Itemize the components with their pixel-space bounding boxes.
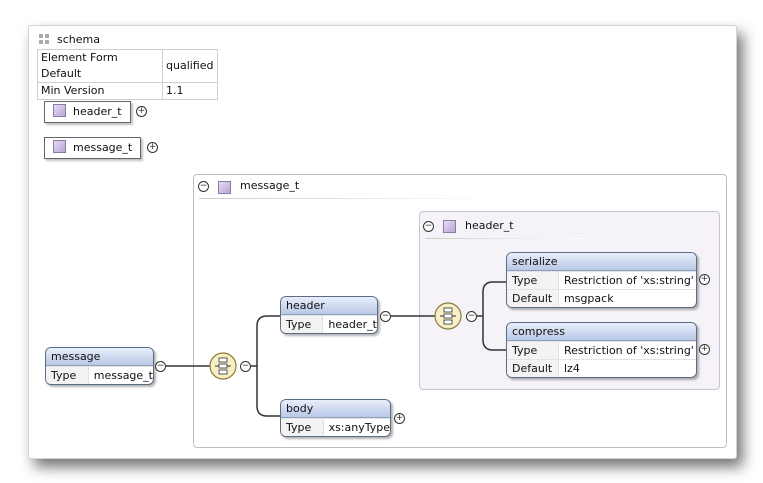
element-name: body [281, 400, 390, 418]
type-value: xs:anyType [328, 421, 390, 434]
schema-header: schema [39, 32, 100, 48]
expand-icon[interactable]: + [699, 274, 710, 285]
element-body[interactable]: body Type xs:anyType [280, 399, 391, 437]
default-label: Default [507, 360, 559, 377]
property-value: 1.1 [162, 82, 218, 100]
element-compress[interactable]: compress Type Restriction of 'xs:string'… [506, 322, 697, 378]
type-value: Restriction of 'xs:string' [564, 344, 694, 357]
default-label: Default [507, 290, 559, 307]
global-type-label: message_t [73, 141, 133, 154]
sequence-compositor[interactable] [209, 352, 237, 380]
global-type-header_t[interactable]: header_t [44, 101, 131, 123]
element-serialize[interactable]: serialize Type Restriction of 'xs:string… [506, 252, 697, 308]
default-value: lz4 [564, 362, 580, 375]
collapse-icon[interactable]: − [423, 221, 434, 232]
panel-title: message_t [240, 179, 300, 192]
type-label: Type [281, 316, 324, 333]
type-row: Type header_t [281, 315, 377, 333]
collapse-icon[interactable]: − [380, 311, 391, 322]
property-key: Min Version [37, 82, 163, 100]
collapse-icon[interactable]: − [466, 311, 477, 322]
default-row: Default lz4 [507, 359, 696, 377]
type-row: Type Restriction of 'xs:string' [507, 271, 696, 289]
element-name: compress [507, 323, 696, 341]
divider [199, 198, 499, 199]
type-row: Type message_t [46, 366, 153, 384]
expand-icon[interactable]: + [699, 344, 710, 355]
collapse-icon[interactable]: − [240, 361, 251, 372]
collapse-icon[interactable]: − [155, 361, 166, 372]
type-label: Type [281, 419, 324, 436]
schema-icon [39, 34, 49, 44]
connector-lines [163, 281, 506, 417]
element-name: header [281, 297, 377, 315]
expand-icon[interactable]: + [136, 106, 147, 117]
property-value: qualified [162, 49, 218, 83]
schema-title: schema [57, 33, 100, 46]
panel-title: header_t [465, 219, 514, 232]
type-value: Restriction of 'xs:string' [564, 274, 694, 287]
type-label: Type [507, 342, 559, 359]
expand-icon[interactable]: + [394, 413, 405, 424]
sequence-compositor[interactable] [434, 302, 462, 330]
complex-type-icon [218, 181, 231, 194]
type-row: Type xs:anyType [281, 418, 390, 436]
collapse-icon[interactable]: − [198, 181, 209, 192]
element-header[interactable]: header Type header_t [280, 296, 378, 334]
element-message[interactable]: message Type message_t [45, 347, 154, 385]
complex-type-icon [53, 104, 66, 117]
type-label: Type [46, 367, 89, 384]
table-row: Min Version 1.1 [37, 82, 218, 100]
type-value: message_t [93, 369, 153, 382]
complex-type-icon [53, 140, 66, 153]
type-value: header_t [328, 318, 377, 331]
schema-properties-table: Element Form Default qualified Min Versi… [37, 49, 218, 100]
type-row: Type Restriction of 'xs:string' [507, 341, 696, 359]
schema-canvas: schema Element Form Default qualified Mi… [28, 25, 737, 459]
element-name: message [46, 348, 153, 366]
global-type-message_t[interactable]: message_t [44, 137, 142, 159]
default-row: Default msgpack [507, 289, 696, 307]
element-name: serialize [507, 253, 696, 271]
type-label: Type [507, 272, 559, 289]
table-row: Element Form Default qualified [37, 49, 218, 83]
complex-type-icon [443, 220, 456, 233]
divider [425, 238, 585, 239]
property-key: Element Form Default [37, 49, 163, 83]
expand-icon[interactable]: + [147, 142, 158, 153]
global-type-label: header_t [73, 105, 122, 118]
default-value: msgpack [564, 292, 614, 305]
